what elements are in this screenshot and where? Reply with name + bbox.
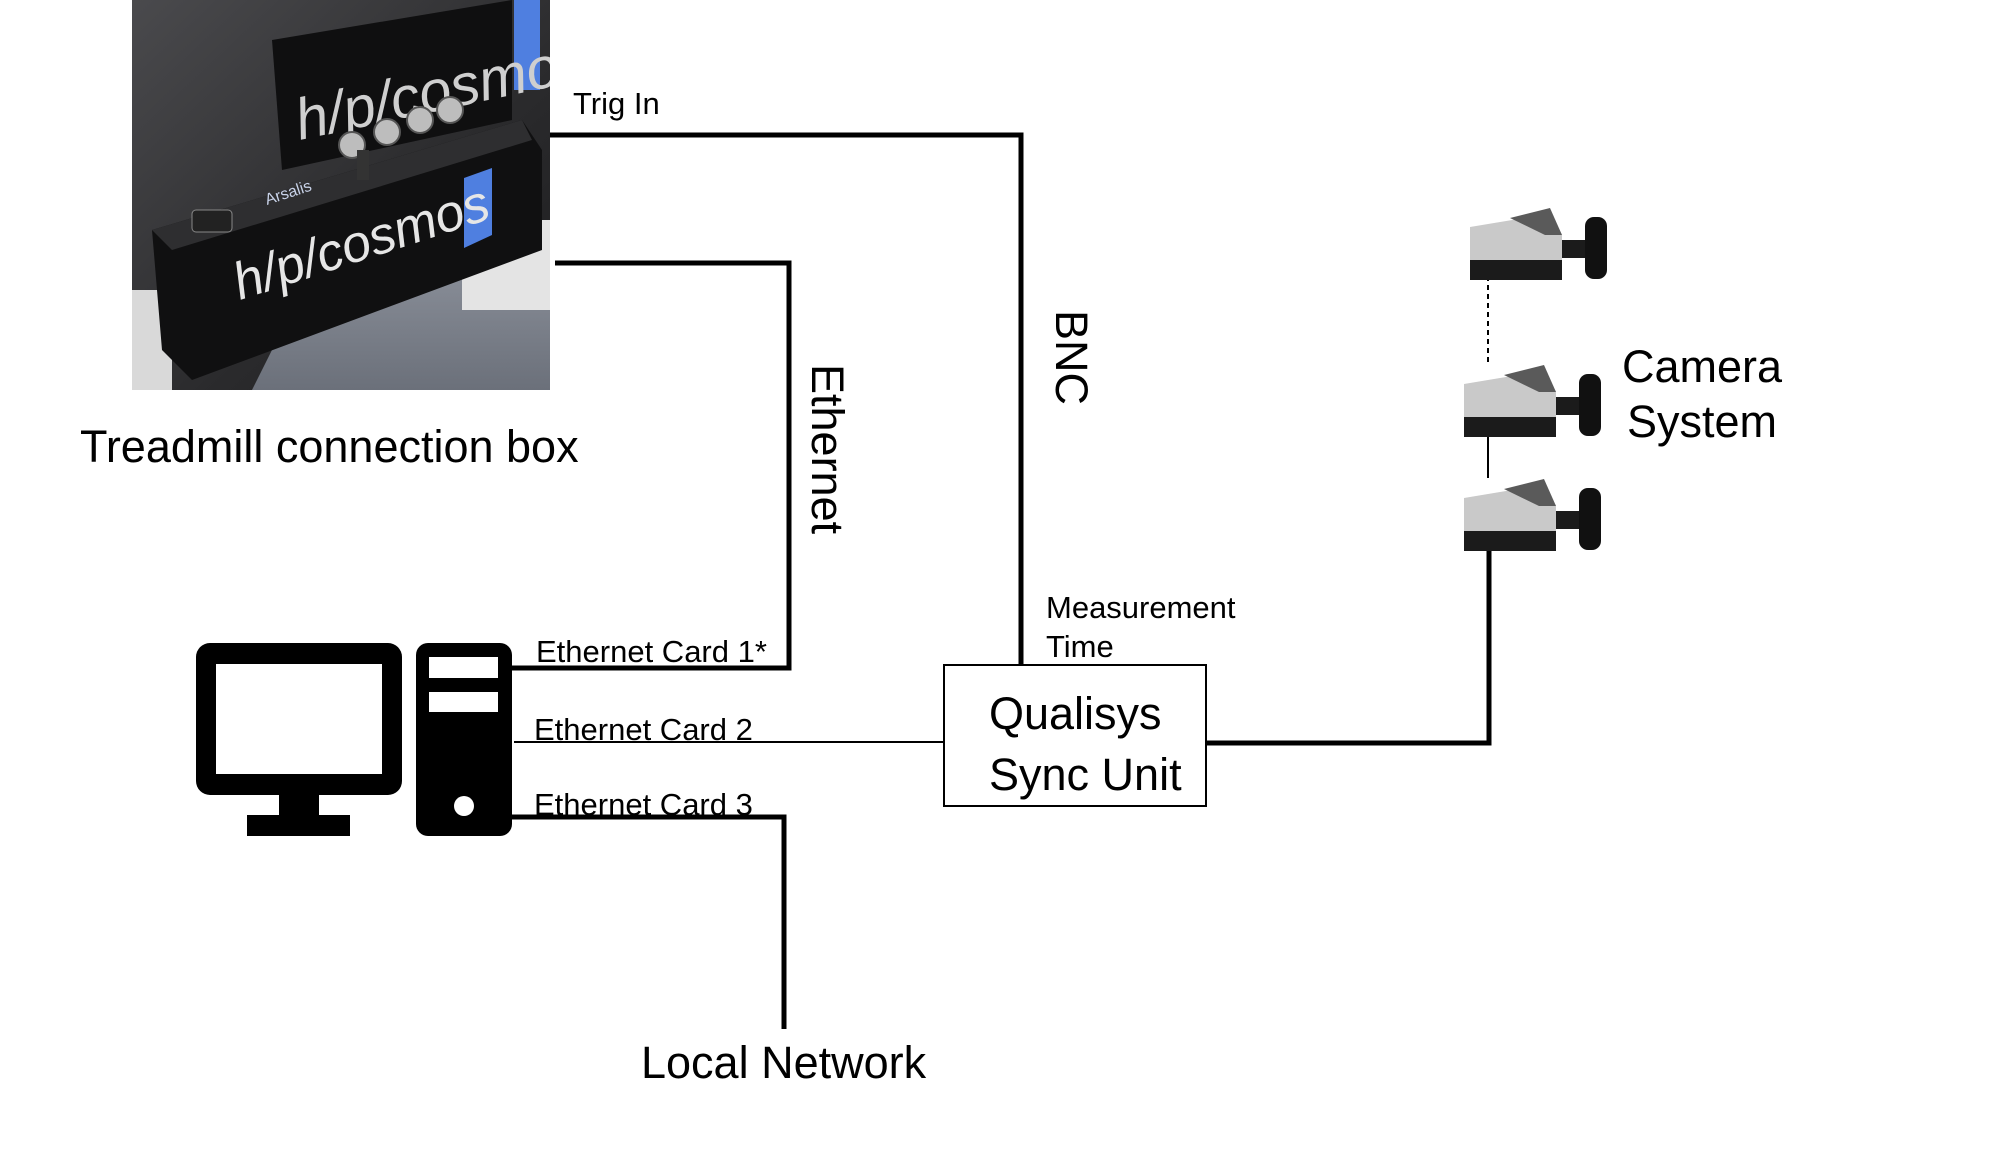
treadmill-connection-box-photo: h/p/cosmos Arsalis h/p/cosmos [132, 0, 550, 390]
camera-system-label-line1: Camera [1622, 341, 1783, 392]
monitor-icon [196, 643, 402, 836]
ethernet-label: Ethernet [802, 364, 853, 535]
local-network-label: Local Network [641, 1037, 927, 1088]
sync-unit-label-line2: Sync Unit [989, 749, 1182, 800]
wire-camera-system [1207, 542, 1492, 746]
ethernet-card-2-label: Ethernet Card 2 [534, 712, 753, 747]
tower-icon [416, 643, 512, 836]
accent-stripe-top [514, 0, 540, 90]
qualisys-sync-unit: Qualisys Sync Unit [943, 664, 1207, 807]
camera-system-label-line2: System [1627, 396, 1778, 447]
measurement-time-label-line2: Time [1046, 629, 1114, 664]
camera-icon [1464, 479, 1601, 551]
sync-unit-label-line1: Qualisys [989, 688, 1162, 739]
treadmill-box-label: Treadmill connection box [80, 421, 579, 472]
camera-icon [1470, 208, 1607, 280]
computer-icon [196, 643, 512, 836]
ethernet-card-1-label: Ethernet Card 1* [536, 634, 767, 669]
measurement-time-label-line1: Measurement [1046, 590, 1236, 625]
bnc-label: BNC [1046, 310, 1097, 406]
ethernet-card-3-label: Ethernet Card 3 [534, 787, 753, 822]
wire-ethernet-card-3 [512, 814, 787, 1029]
camera-icon [1464, 365, 1601, 437]
wire-bnc-trig-in [550, 132, 1024, 664]
wire-ethernet-treadmill [512, 260, 792, 671]
trig-in-label: Trig In [573, 86, 660, 121]
treadmill-box-illustration: h/p/cosmos Arsalis h/p/cosmos [132, 0, 550, 390]
